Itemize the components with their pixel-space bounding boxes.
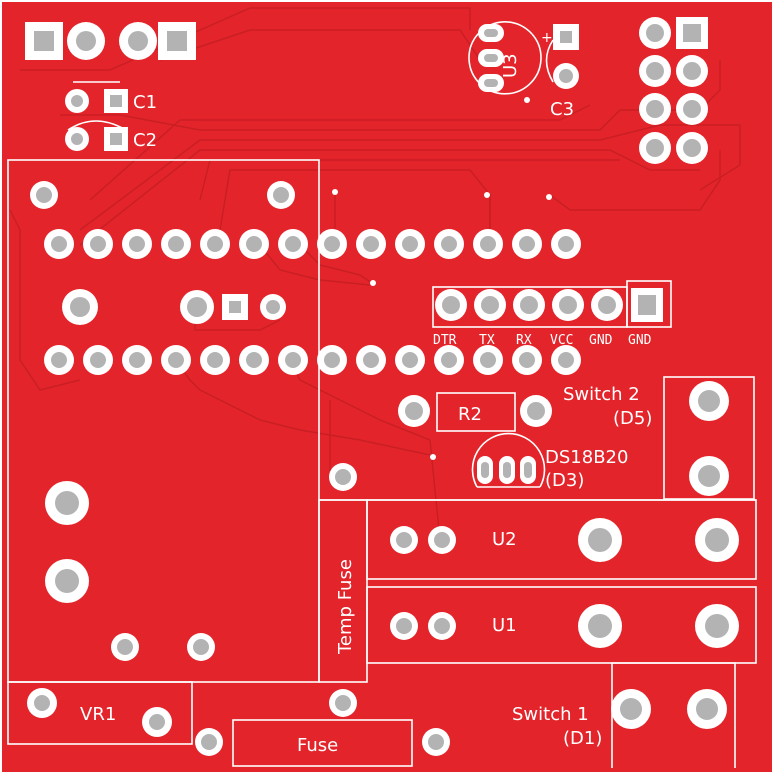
fuse: Fuse: [195, 719, 450, 767]
pin-label-vcc: VCC: [550, 333, 573, 348]
c3-plus-label: +: [541, 30, 553, 46]
switch1-label: Switch 1: [512, 704, 589, 725]
pin-label-gnd-2: GND: [628, 333, 652, 348]
resistor-r2: R2: [398, 392, 552, 432]
vr1-label: VR1: [80, 704, 116, 725]
pin-label-tx: TX: [479, 333, 495, 348]
potentiometer-vr1: VR1: [7, 681, 193, 745]
switch-2: Switch 2 (D5): [563, 376, 755, 500]
u1-label: U1: [492, 615, 517, 636]
ds18b20-label: DS18B20: [545, 447, 628, 468]
u3-label: U3: [500, 53, 521, 78]
d5-label: (D5): [613, 408, 652, 429]
capacitor-c2: C2: [65, 120, 157, 151]
r2-label: R2: [458, 404, 482, 425]
pin-row-top: [44, 229, 581, 259]
pin-label-rx: RX: [516, 333, 532, 348]
u2-label: U2: [492, 529, 517, 550]
c2-label: C2: [133, 130, 157, 151]
d3-label: (D3): [545, 470, 584, 491]
fuse-label: Fuse: [297, 735, 338, 756]
pin-label-gnd-1: GND: [589, 333, 613, 348]
regulator-u3: U3: [468, 21, 542, 95]
header-2x4: [639, 17, 708, 164]
c1-label: C1: [133, 92, 157, 113]
pin-label-dtr: DTR: [433, 333, 457, 348]
relay-u1: U1: [366, 586, 757, 664]
vias: [332, 97, 552, 460]
connector-top-left-b: [119, 22, 196, 60]
connector-top-left-a: [25, 22, 105, 60]
d1-label: (D1): [563, 728, 602, 749]
pin-row-bottom: [44, 345, 581, 375]
temp-fuse-label: Temp Fuse: [335, 559, 356, 655]
relay-u2: U2: [366, 499, 757, 580]
sensor-ds18b20: DS18B20 (D3): [471, 432, 628, 491]
ftdi-header: DTR TX RX VCC GND GND: [432, 280, 672, 348]
switch2-label: Switch 2: [563, 384, 640, 405]
c3-label: C3: [550, 99, 574, 120]
copper-traces: [9, 7, 741, 541]
switch-1: Switch 1 (D1): [512, 662, 736, 768]
capacitor-c1: C1: [65, 81, 157, 113]
capacitor-c3: + C3: [541, 24, 579, 120]
